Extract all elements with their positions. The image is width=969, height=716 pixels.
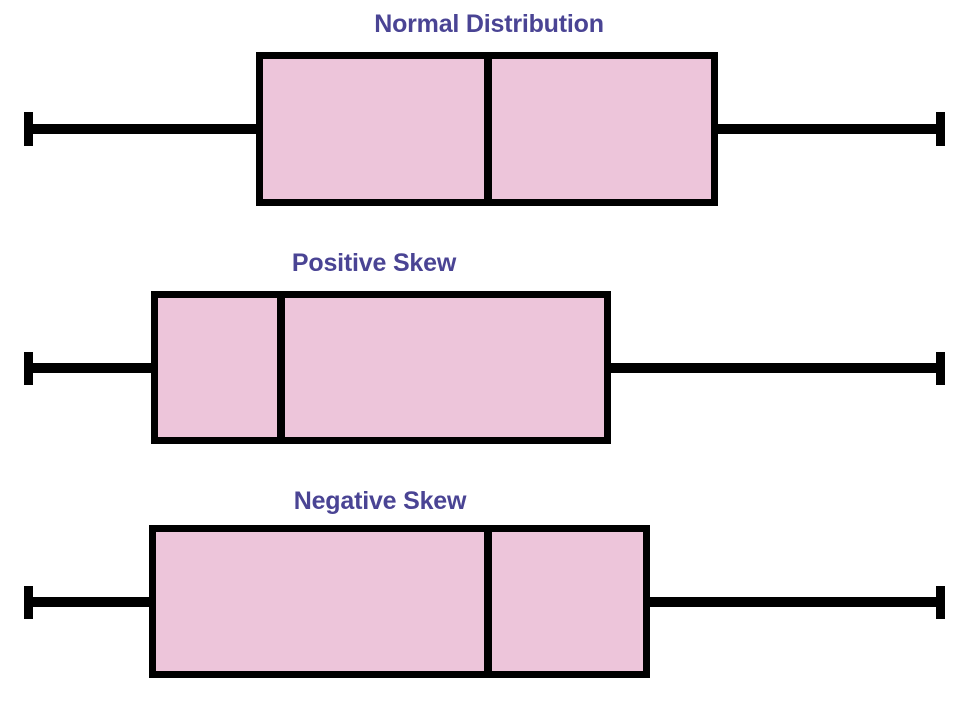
panel-title-negative-skew: Negative Skew <box>293 487 467 515</box>
box-positive-skew <box>151 291 611 444</box>
whisker-right-positive-skew <box>607 363 940 373</box>
whisker-right-normal-distribution <box>714 124 940 134</box>
whisker-cap-max-positive-skew <box>936 352 945 385</box>
median-line-normal-distribution <box>484 52 492 206</box>
panel-title-positive-skew: Positive Skew <box>291 249 457 277</box>
whisker-left-negative-skew <box>28 597 153 607</box>
whisker-cap-min-negative-skew <box>24 586 33 619</box>
whisker-left-positive-skew <box>28 363 155 373</box>
whisker-cap-max-negative-skew <box>936 586 945 619</box>
median-line-negative-skew <box>484 525 492 678</box>
whisker-left-normal-distribution <box>28 124 260 134</box>
box-negative-skew <box>149 525 650 678</box>
whisker-cap-min-normal-distribution <box>24 112 33 146</box>
whisker-cap-max-normal-distribution <box>936 112 945 146</box>
whisker-cap-min-positive-skew <box>24 352 33 385</box>
panel-title-normal-distribution: Normal Distribution <box>374 10 604 38</box>
whisker-right-negative-skew <box>646 597 940 607</box>
median-line-positive-skew <box>277 291 285 444</box>
